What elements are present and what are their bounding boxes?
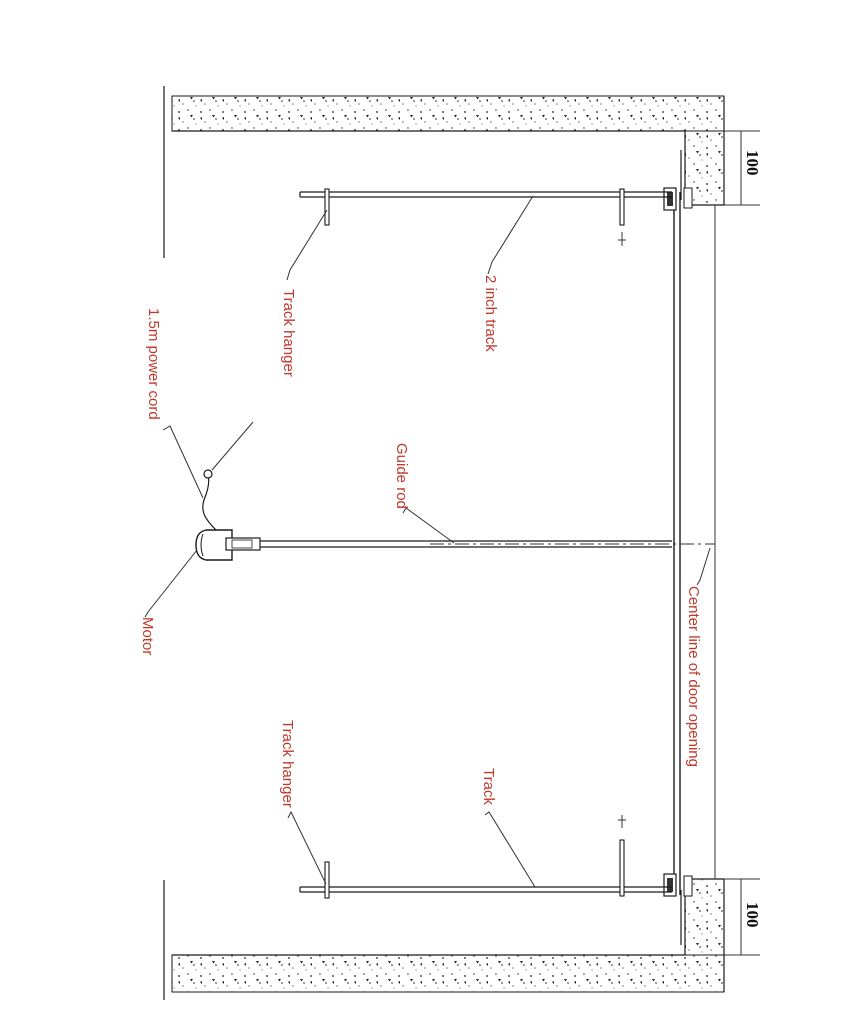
leader-lines <box>144 195 711 888</box>
label-guide-rod: Guide rod <box>393 443 410 509</box>
top-track <box>299 188 672 246</box>
bottom-wall-slab <box>171 954 725 993</box>
label-2-inch-track: 2 inch track <box>482 275 499 352</box>
wall-structure <box>163 86 725 1000</box>
top-wall-slab <box>171 95 725 132</box>
motor <box>195 421 261 561</box>
label-track: Track <box>480 768 497 805</box>
guide-rod-assembly <box>260 540 715 548</box>
label-motor: Motor <box>139 617 156 655</box>
label-power-cord: 1.5m power cord <box>145 308 162 420</box>
labels: 1.5m power cord Track hanger 2 inch trac… <box>139 275 702 808</box>
bottom-track <box>299 815 672 899</box>
dimension-top: 100 <box>724 130 762 206</box>
dimension-top-label: 100 <box>743 150 762 176</box>
dimension-bottom-label: 100 <box>743 902 762 928</box>
label-center-line: Center line of door opening <box>685 586 702 767</box>
top-track-hanger-left <box>324 188 330 226</box>
bottom-track-hanger-right <box>619 839 625 897</box>
label-track-hanger-bottom: Track hanger <box>279 720 296 808</box>
label-track-hanger-top: Track hanger <box>280 289 297 377</box>
top-track-hanger-right <box>619 188 625 226</box>
bottom-track-hanger-left <box>324 861 330 899</box>
dimension-bottom: 100 <box>724 878 762 956</box>
